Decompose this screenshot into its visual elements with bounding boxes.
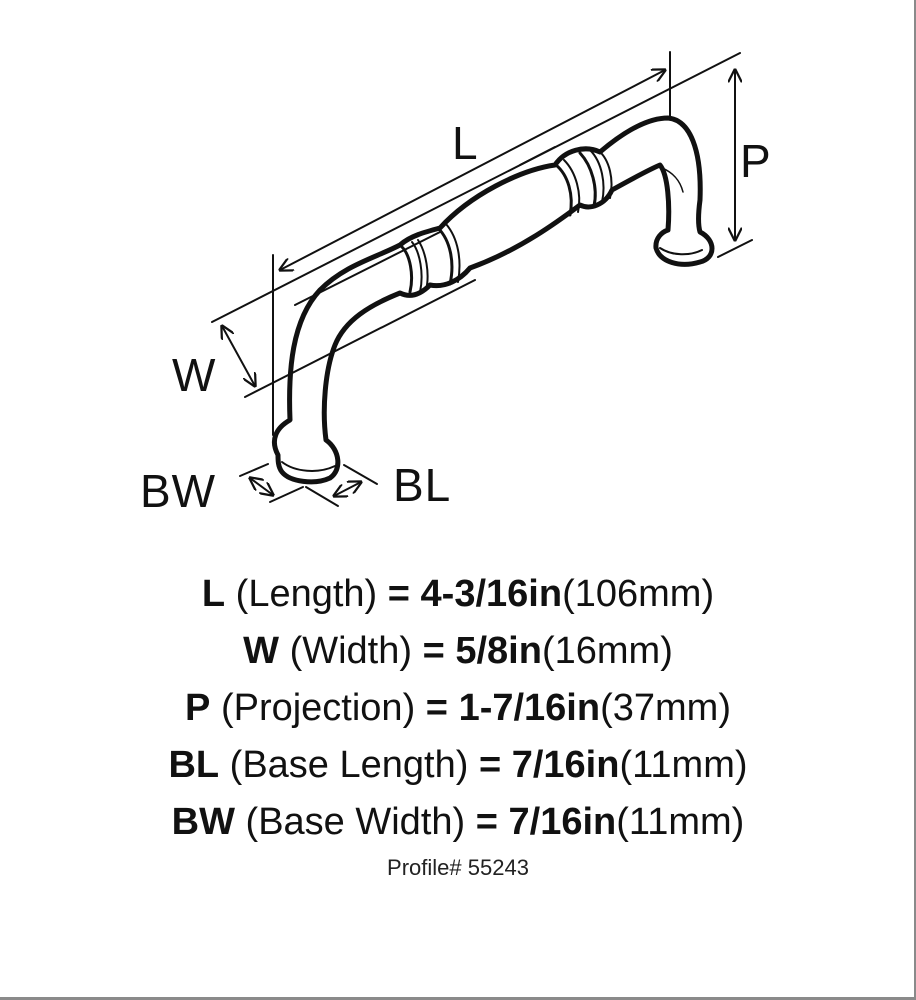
- spec-equals: =: [478, 744, 502, 786]
- P-ext-bottom: [717, 239, 753, 258]
- W-arrow: [222, 326, 255, 386]
- spec-row-width: W (Width) = 5/8in(16mm): [0, 623, 916, 680]
- label-L: L: [452, 117, 479, 169]
- label-BL: BL: [393, 459, 452, 511]
- spec-row-projection: P (Projection) = 1-7/16in(37mm): [0, 680, 916, 737]
- mid-line-2: [519, 146, 556, 166]
- W-lower-line: [244, 279, 476, 398]
- spec-abbr: BW: [171, 801, 235, 843]
- label-P: P: [740, 135, 772, 187]
- spec-imperial: 4-3/16in: [420, 573, 563, 615]
- profile-number: Profile# 55243: [387, 855, 529, 880]
- spec-metric: (11mm): [616, 801, 745, 843]
- spec-name: (Width): [289, 630, 413, 672]
- spec-abbr: BL: [168, 744, 220, 786]
- BL-arrow: [334, 482, 361, 496]
- spec-row-base-width: BW (Base Width) = 7/16in(11mm): [0, 794, 916, 851]
- BW-ext-2: [269, 486, 304, 503]
- left-base-inner: [281, 461, 336, 472]
- spec-metric: (16mm): [541, 630, 673, 672]
- BW-ext-1: [239, 463, 269, 477]
- top-tangent-line: [211, 52, 741, 323]
- spec-equals: =: [422, 630, 445, 672]
- spec-name: (Length): [235, 573, 378, 615]
- right-collar-ring-3: [578, 151, 597, 208]
- spec-equals: =: [387, 573, 410, 615]
- spec-name: (Projection): [220, 687, 416, 729]
- spec-abbr: P: [185, 687, 211, 729]
- spec-row-length: L (Length) = 4-3/16in(106mm): [0, 566, 916, 623]
- spec-metric: (106mm): [562, 573, 715, 615]
- spec-abbr: W: [243, 630, 280, 672]
- mid-line: [294, 231, 441, 306]
- spec-name: (Base Length): [229, 744, 469, 786]
- L-arrow: [280, 70, 665, 270]
- right-collar-ring-1: [554, 163, 573, 217]
- spec-row-base-length: BL (Base Length) = 7/16in(11mm): [0, 737, 916, 794]
- label-W: W: [172, 349, 217, 401]
- spec-list: L (Length) = 4-3/16in(106mm) W (Width) =…: [0, 566, 916, 851]
- BL-ext-1: [305, 486, 339, 507]
- spec-imperial: 1-7/16in: [458, 687, 601, 729]
- handle-outline: [272, 115, 715, 485]
- spec-imperial: 7/16in: [508, 801, 617, 843]
- spec-imperial: 7/16in: [511, 744, 620, 786]
- spec-name: (Base Width): [245, 801, 466, 843]
- left-collar-ring-4: [436, 226, 454, 286]
- spec-metric: (11mm): [619, 744, 748, 786]
- spec-imperial: 5/8in: [455, 630, 542, 672]
- spec-abbr: L: [201, 573, 226, 615]
- spec-equals: =: [425, 687, 448, 729]
- spec-equals: =: [475, 801, 498, 843]
- BW-arrow: [250, 478, 273, 495]
- left-collar-ring-1: [400, 245, 414, 294]
- BL-ext-2: [343, 464, 378, 485]
- left-collar-ring-3: [417, 239, 429, 291]
- label-BW: BW: [140, 465, 217, 517]
- left-collar-ring-2: [411, 241, 423, 293]
- handle-drawing: [211, 51, 753, 507]
- right-base-inner: [659, 247, 703, 256]
- spec-metric: (37mm): [600, 687, 731, 729]
